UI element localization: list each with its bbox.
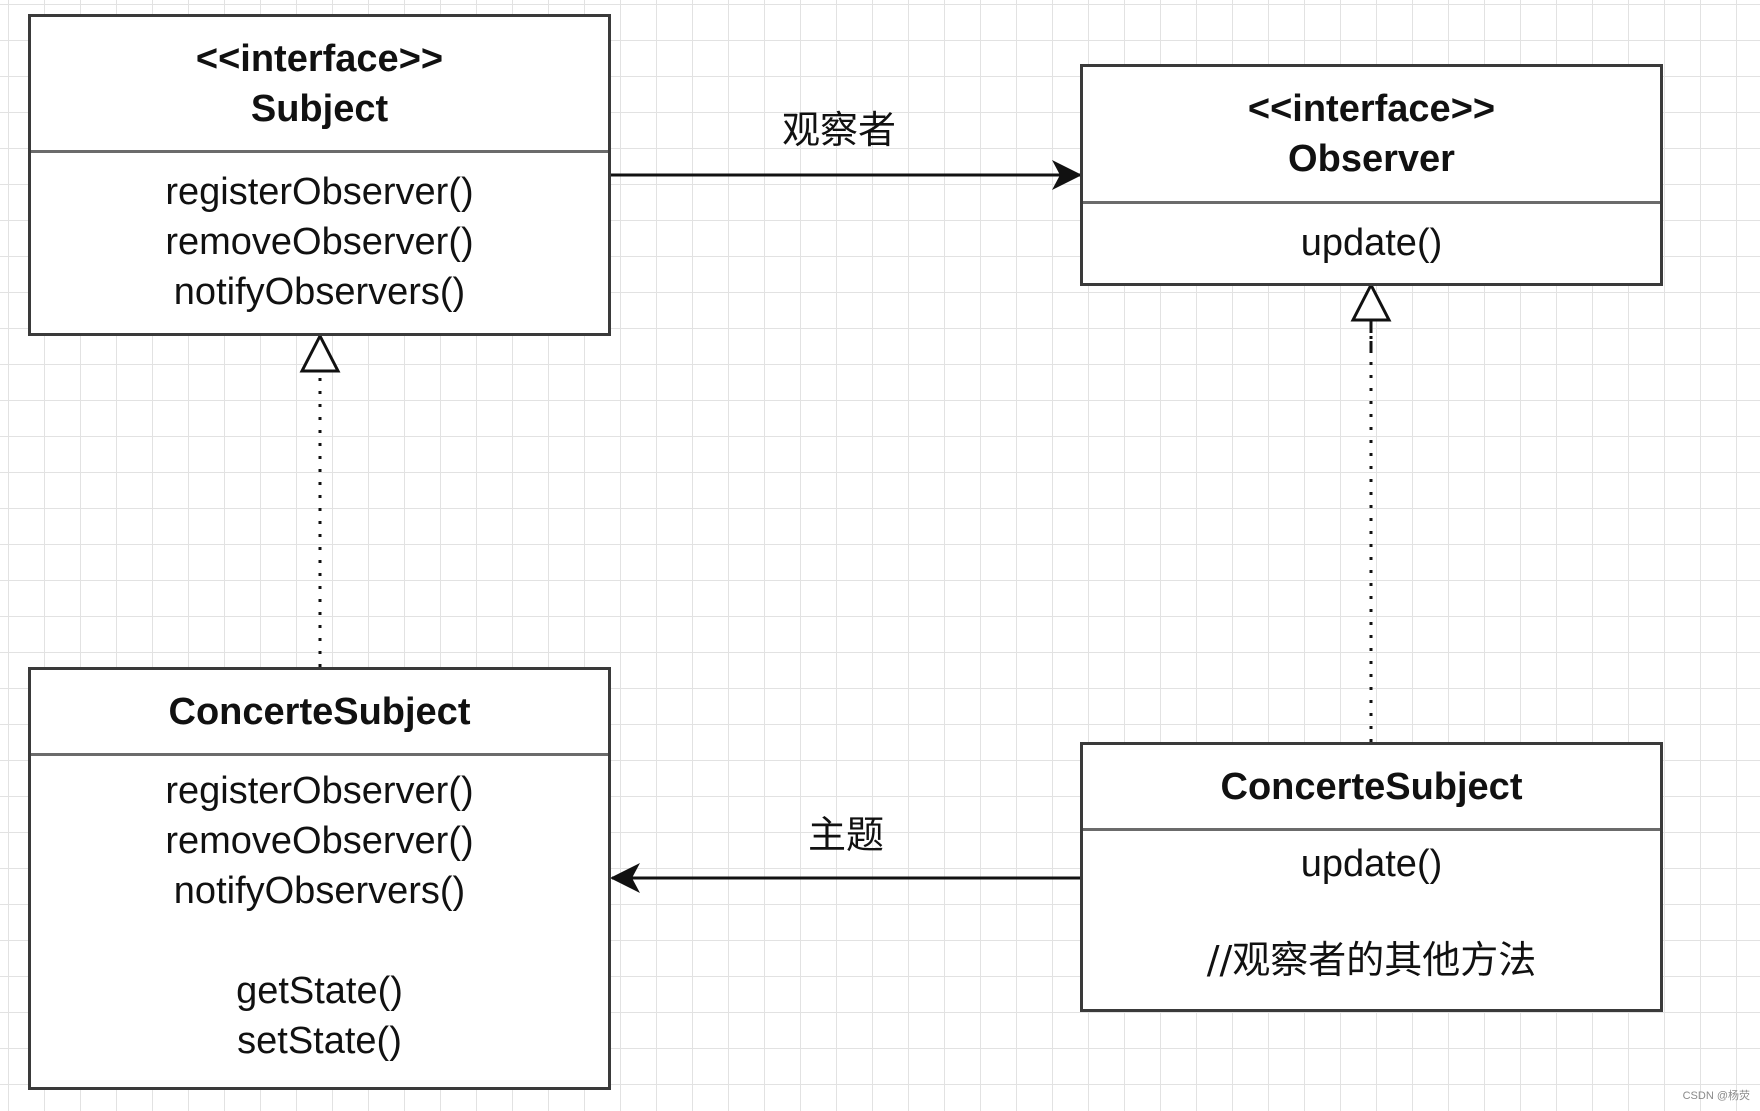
realization-arrowhead-subject [299,332,341,373]
method-set-state: setState() [237,1020,402,1062]
method-remove-observer: removeObserver() [165,820,474,862]
observer-stereotype: <<interface>> [1247,88,1496,130]
observer-name: Observer [1288,138,1455,180]
observer-header: <<interface>> Observer [1083,67,1660,204]
concrete-observer-box[interactable]: ConcerteSubject update() //观察者的其他方法 [1080,742,1663,1012]
concrete-subject-header: ConcerteSubject [31,670,608,756]
subject-interface-box[interactable]: <<interface>> Subject registerObserver()… [28,14,611,336]
concrete-subject-name: ConcerteSubject [168,690,471,733]
method-update: update() [1300,222,1443,264]
concrete-subject-methods: registerObserver() removeObserver() noti… [31,756,608,1066]
concrete-observer-header: ConcerteSubject [1083,745,1660,831]
method-notify-observers: notifyObservers() [173,870,466,912]
method-remove-observer: removeObserver() [165,221,474,263]
subject-methods: registerObserver() removeObserver() noti… [31,153,608,317]
method-get-state: getState() [236,970,403,1012]
label-observer-association: 观察者 [782,108,897,152]
concrete-observer-methods: update() //观察者的其他方法 [1083,831,1660,985]
observer-methods: update() [1083,204,1660,268]
method-notify-observers: notifyObservers() [173,271,466,313]
method-update: update() [1300,843,1443,885]
observer-comment: //观察者的其他方法 [1206,938,1537,982]
label-subject-association: 主题 [808,813,885,857]
observer-interface-box[interactable]: <<interface>> Observer update() [1080,64,1663,286]
subject-header: <<interface>> Subject [31,17,608,153]
concrete-observer-name: ConcerteSubject [1220,765,1523,808]
concrete-subject-box[interactable]: ConcerteSubject registerObserver() remov… [28,667,611,1090]
watermark: CSDN @杨荧 [1682,1090,1750,1102]
subject-name: Subject [250,87,389,130]
subject-stereotype: <<interface>> [195,37,444,80]
method-register-observer: registerObserver() [165,770,474,812]
method-register-observer: registerObserver() [165,171,474,213]
realization-arrowhead-observer [1350,281,1392,322]
